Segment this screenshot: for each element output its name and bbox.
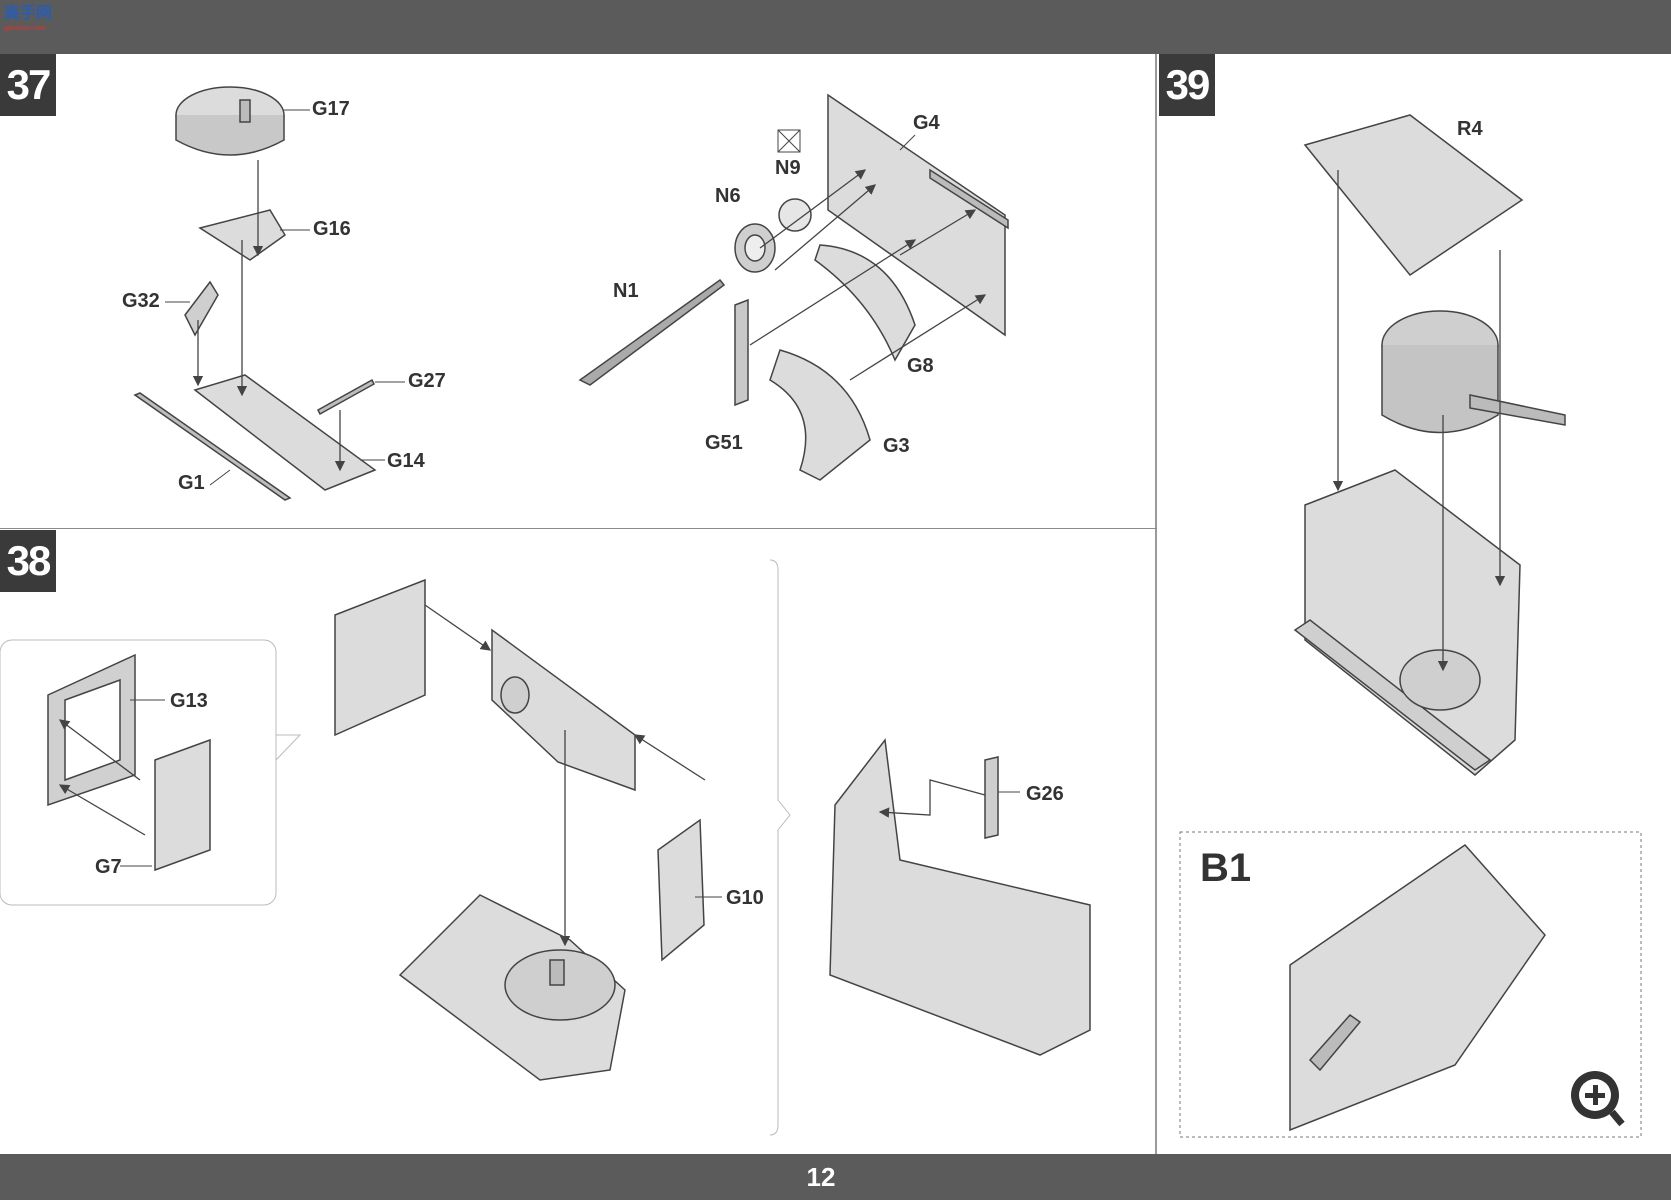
- part-g1-rail: [133, 392, 292, 501]
- zoom-in-icon: [1571, 1071, 1625, 1127]
- part-door-panel: [334, 578, 426, 737]
- label-g27: G27: [408, 370, 446, 392]
- part-r4-roof: [1303, 114, 1524, 277]
- label-g14: G14: [387, 450, 425, 472]
- step-39-badge: 39: [1159, 54, 1215, 116]
- column-divider: [1155, 54, 1157, 1154]
- label-g4: G4: [913, 112, 940, 134]
- label-g51: G51: [705, 432, 743, 454]
- site-logo: 高手网 gaoshou.com: [4, 5, 53, 32]
- step-38-badge: 38: [0, 530, 56, 592]
- b1-completed-model: [1289, 844, 1546, 1132]
- part-g16-plate: [198, 209, 286, 261]
- label-g26: G26: [1026, 783, 1064, 805]
- part-g51-bar: [734, 298, 749, 407]
- part-g32-bracket: [184, 280, 219, 337]
- label-g10: G10: [726, 887, 764, 909]
- step-37-badge: 37: [0, 54, 56, 116]
- part-g27-rail: [317, 378, 375, 416]
- label-g7: G7: [95, 856, 122, 878]
- label-n6: N6: [715, 185, 741, 207]
- part-n1-gun: [578, 278, 726, 386]
- part-g3-arch: [769, 349, 871, 481]
- label-g8: G8: [907, 355, 934, 377]
- page-number: 12: [806, 1162, 836, 1192]
- part-n9-ball: [778, 198, 812, 232]
- inset-b1-title: B1: [1200, 846, 1252, 890]
- label-g32: G32: [122, 290, 160, 312]
- part-g4-frame: [929, 168, 1009, 230]
- part-g4-side-wall: [827, 93, 1006, 337]
- top-bar: [0, 0, 1671, 54]
- row-divider: [0, 528, 1157, 529]
- assembled-hull-39: [1304, 469, 1521, 776]
- part-g14-floor: [193, 374, 377, 491]
- label-g13: G13: [170, 690, 208, 712]
- part-g8-arch: [814, 244, 916, 362]
- label-g3: G3: [883, 435, 910, 457]
- bottom-bar: [0, 1154, 1671, 1200]
- label-n1: N1: [613, 280, 639, 302]
- roof-support-rail: [1293, 619, 1492, 771]
- assembled-hull-38: [829, 738, 1091, 1056]
- part-g10-panel: [657, 818, 705, 962]
- part-g26-strip: [984, 756, 999, 839]
- part-g17-turret-cap: [175, 86, 285, 156]
- label-r4: R4: [1457, 118, 1483, 140]
- label-g16: G16: [313, 218, 351, 240]
- label-n9: N9: [775, 157, 801, 179]
- part-g7-door: [154, 738, 211, 872]
- label-g17: G17: [312, 98, 350, 120]
- part-side-wall-38: [491, 628, 636, 792]
- turret-with-gun: [1381, 310, 1566, 434]
- not-used-icon: [777, 129, 801, 153]
- label-g1: G1: [178, 472, 205, 494]
